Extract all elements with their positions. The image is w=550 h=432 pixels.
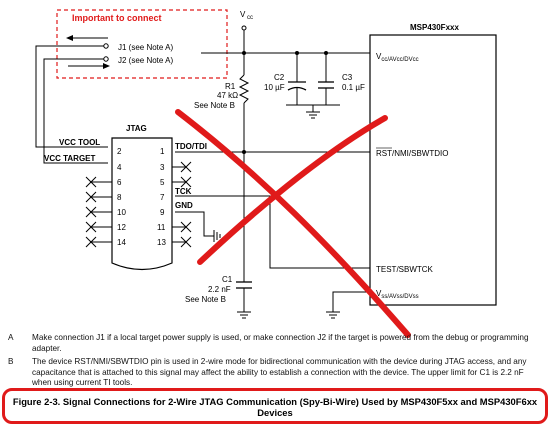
jtag-tdo: TDO/TDI — [175, 142, 207, 151]
note-b-letter: B — [8, 357, 14, 366]
c1-note: See Note B — [185, 295, 226, 304]
jtag-left-nc-group — [85, 176, 112, 248]
red-x-stroke-1 — [175, 109, 411, 338]
device-pin-rst: RST/NMI/SBWTDIO — [376, 149, 448, 158]
r1-value: 47 kΩ — [217, 91, 238, 100]
red-x-stroke-2 — [197, 115, 388, 265]
note-b-text: The device RST/NMI/SBWTDIO pin is used i… — [32, 357, 527, 387]
c2-value: 10 µF — [264, 83, 285, 92]
jtag-pin-5: 5 — [160, 178, 165, 187]
device-pin-vcc: Vcc/AVcc/DVcc — [376, 52, 419, 63]
vss-wire — [332, 291, 370, 312]
j1-label: J1 (see Note A) — [118, 43, 173, 52]
vcc-tool-wire — [35, 45, 108, 148]
jtag-right-nc-group — [172, 161, 192, 248]
jtag-pin-11: 11 — [157, 223, 166, 232]
r1-resistor — [238, 74, 250, 104]
jtag-pin-14: 14 — [117, 238, 126, 247]
jtag-pin-12: 12 — [117, 223, 126, 232]
c3-name: C3 — [342, 73, 353, 82]
jtag-pin-10: 10 — [117, 208, 126, 217]
c2-name: C2 — [274, 73, 285, 82]
c3-value: 0.1 µF — [342, 83, 365, 92]
jtag-gnd: GND — [175, 201, 193, 210]
jtag-pin-8: 8 — [117, 193, 122, 202]
j2-label: J2 (see Note A) — [118, 56, 173, 65]
jtag-pin-3: 3 — [160, 163, 165, 172]
jtag-vcc-target: VCC TARGET — [44, 154, 96, 163]
vcc-node — [241, 25, 247, 31]
tck-wire — [175, 195, 370, 269]
jtag-pin-1: 1 — [160, 147, 165, 156]
vcc-symbol: V — [240, 10, 246, 19]
c3-junction — [324, 51, 328, 55]
r1-name: R1 — [225, 82, 236, 91]
jtag-pin-6: 6 — [117, 178, 122, 187]
vcc-target-wire — [43, 58, 108, 164]
jtag-tck: TCK — [175, 187, 192, 196]
c2-plate-bottom — [287, 86, 307, 91]
jtag-vcc-tool: VCC TOOL — [59, 138, 100, 147]
jtag-pin-7: 7 — [160, 193, 165, 202]
jtag-title: JTAG — [126, 124, 147, 133]
j1-contact[interactable] — [103, 43, 109, 49]
c1-name: C1 — [222, 275, 233, 284]
j1-arrow-head — [66, 35, 73, 41]
j2-arrow-head — [103, 63, 110, 69]
jtag-pin-2: 2 — [117, 147, 122, 156]
device-pin-test: TEST/SBWTCK — [376, 265, 434, 274]
c2-junction — [295, 51, 299, 55]
vcc-sub: cc — [247, 15, 253, 21]
jtag-pin-13: 13 — [157, 238, 166, 247]
caption-text: Figure 2-3. Signal Connections for 2-Wir… — [12, 396, 538, 418]
jtag-body — [111, 137, 173, 271]
c1-value: 2.2 nF — [208, 285, 231, 294]
j2-contact[interactable] — [103, 56, 109, 62]
caption-highlight-border — [2, 388, 548, 424]
device-pin-vss: Vss/AVss/DVss — [376, 289, 419, 300]
note-a-text: Make connection J1 if a local target pow… — [32, 333, 529, 353]
important-box-label: Important to connect — [72, 13, 162, 23]
figure-caption: Figure 2-3. Signal Connections for 2-Wir… — [2, 388, 548, 424]
device-box — [369, 34, 497, 306]
important-box — [56, 9, 228, 79]
gnd-wire — [175, 211, 214, 237]
jtag-pin-9: 9 — [160, 208, 165, 217]
jtag-pin-4: 4 — [117, 163, 122, 172]
note-a-letter: A — [8, 333, 14, 342]
r1-note: See Note B — [194, 101, 235, 110]
device-name: MSP430Fxxx — [410, 23, 459, 32]
